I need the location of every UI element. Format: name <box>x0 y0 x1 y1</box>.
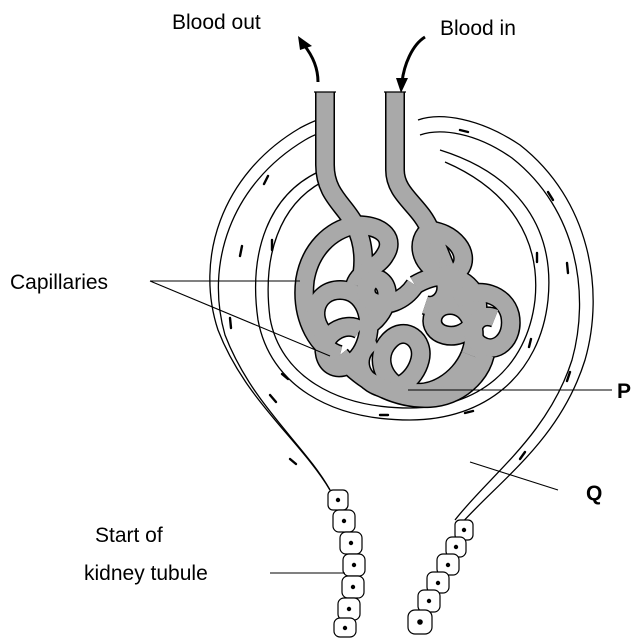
tubule-cells-left <box>328 490 365 637</box>
label-blood-out: Blood out <box>172 11 261 34</box>
label-q: Q <box>586 482 602 505</box>
capillary-network <box>304 92 511 398</box>
label-tubule-line1: Start of <box>95 524 163 547</box>
label-capillaries: Capillaries <box>10 271 108 294</box>
blood-out-arrow <box>298 36 318 82</box>
label-blood-in: Blood in <box>440 17 516 40</box>
label-p: P <box>617 380 631 403</box>
tubule-cells-right <box>408 520 473 634</box>
blood-in-arrow <box>396 37 425 93</box>
label-tubule-line2: kidney tubule <box>84 562 208 585</box>
